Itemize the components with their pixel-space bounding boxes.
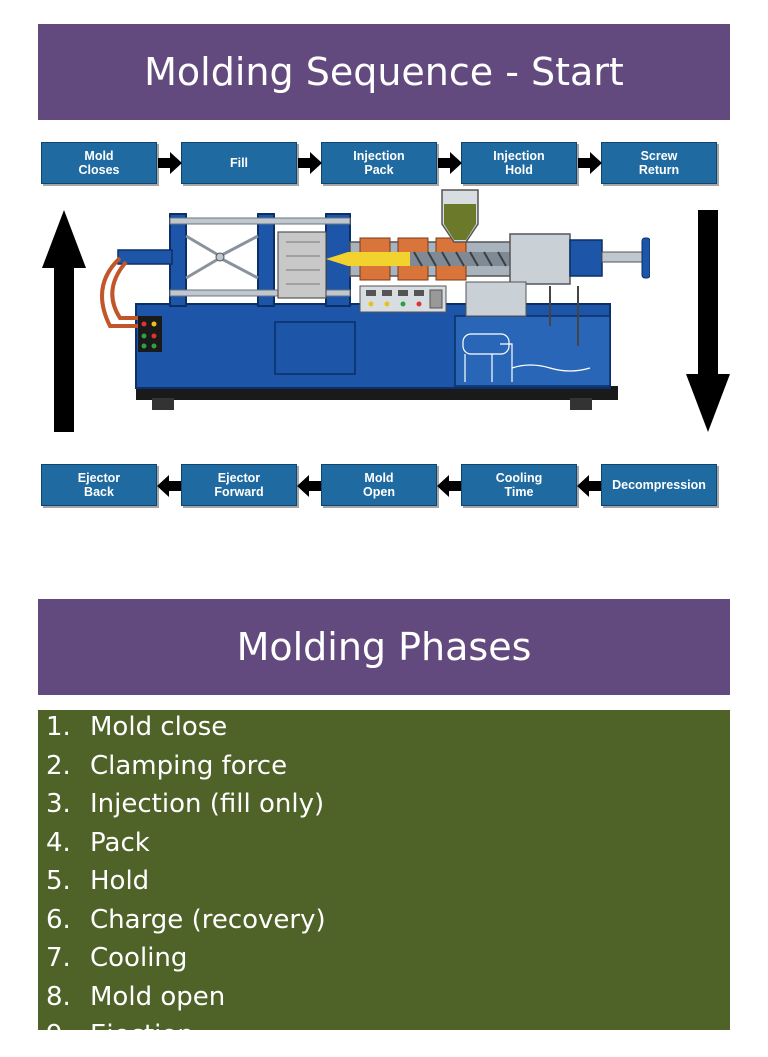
list-item-number: 1. xyxy=(46,712,71,742)
step-ejector-back: Ejector Back xyxy=(41,464,157,506)
list-item-label: Hold xyxy=(90,866,150,896)
arrow-right-icon xyxy=(298,152,322,174)
step-screw-return: Screw Return xyxy=(601,142,717,184)
list-item-number: 8. xyxy=(46,981,71,1012)
arrow-right-icon xyxy=(438,152,462,174)
list-item-label: Mold open xyxy=(90,981,226,1012)
list-item-label: Charge (recovery) xyxy=(90,904,326,935)
phases-list-panel: 1. Mold close 2. Clamping force 3. Injectio… xyxy=(38,710,730,1050)
list-item: 1. Mold close xyxy=(46,710,326,749)
step-mold-open: Mold Open xyxy=(321,464,437,506)
step-injection-pack: Injection Pack xyxy=(321,142,437,184)
list-item-label: Cooling xyxy=(90,943,188,973)
list-item: 4. Pack xyxy=(46,826,326,865)
arrow-left-icon xyxy=(157,475,181,497)
list-item-number: 2. xyxy=(46,750,71,781)
arrow-down-icon xyxy=(686,210,730,432)
list-item-number: 5. xyxy=(46,866,71,896)
list-item-number: 6. xyxy=(46,904,71,935)
arrow-up-icon xyxy=(42,210,86,432)
arrow-left-icon xyxy=(297,475,321,497)
arrow-right-icon xyxy=(578,152,602,174)
list-item-label: Injection (fill only) xyxy=(90,789,325,819)
arrow-left-icon xyxy=(437,475,461,497)
arrow-left-icon xyxy=(577,475,601,497)
list-item: 5. Hold xyxy=(46,864,326,903)
list-item: 6. Charge (recovery) xyxy=(46,903,326,942)
list-item-number: 7. xyxy=(46,943,71,973)
list-item-label: Clamping force xyxy=(90,750,288,781)
arrow-right-icon xyxy=(158,152,182,174)
list-item-label: Mold close xyxy=(90,712,228,742)
step-fill: Fill xyxy=(181,142,297,184)
list-item: 2. Clamping force xyxy=(46,749,326,788)
step-mold-closes: Mold Closes xyxy=(41,142,157,184)
slide-title-sequence: Molding Sequence - Start xyxy=(38,24,730,120)
phases-list: 1. Mold close 2. Clamping force 3. Injectio… xyxy=(46,710,326,1057)
step-ejector-forward: Ejector Forward xyxy=(181,464,297,506)
list-item-label: Pack xyxy=(90,827,150,858)
list-item-number: 3. xyxy=(46,789,71,819)
injection-molding-machine-illustration xyxy=(100,189,650,410)
list-item-number: 4. xyxy=(46,827,71,858)
step-decompression: Decompression xyxy=(601,464,717,506)
list-item: 3. Injection (fill only) xyxy=(46,787,326,826)
list-item: 8. Mold open xyxy=(46,980,326,1019)
slide-title-phases: Molding Phases xyxy=(38,599,730,695)
step-injection-hold: Injection Hold xyxy=(461,142,577,184)
list-item: 7. Cooling xyxy=(46,941,326,980)
step-cooling-time: Cooling Time xyxy=(461,464,577,506)
